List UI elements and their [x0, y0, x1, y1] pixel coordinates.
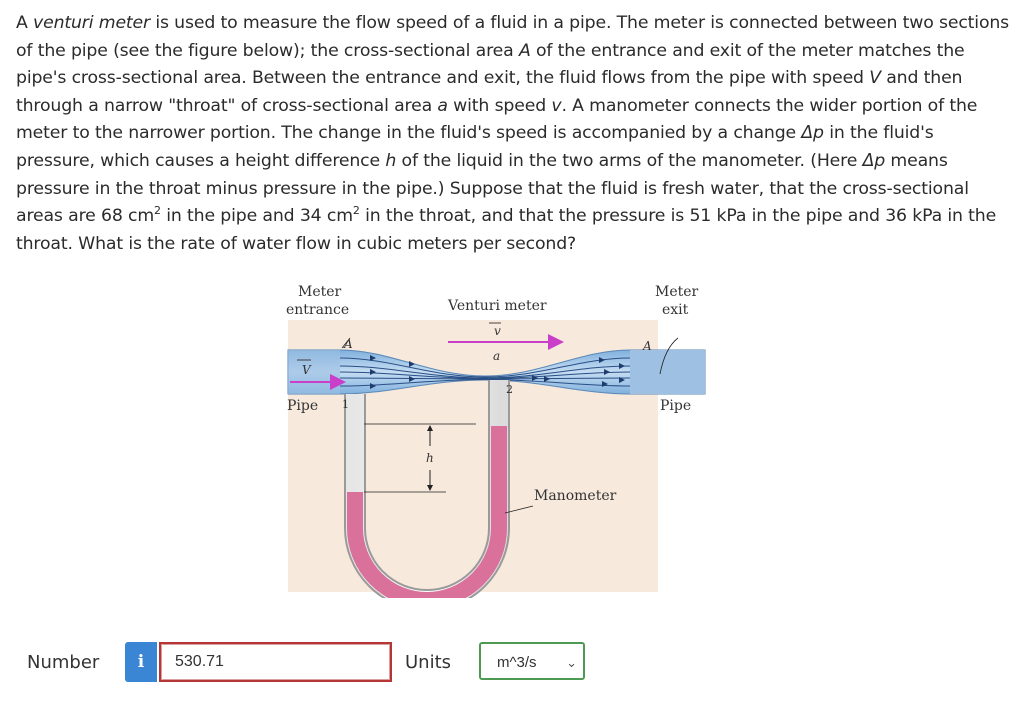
label-V: V [302, 363, 312, 377]
manometer-label: Manometer [534, 488, 617, 504]
manometer-liquid [347, 426, 507, 598]
leader-manometer [504, 505, 534, 514]
chevron-down-icon: ⌄ [566, 655, 577, 670]
label-h: h [426, 451, 434, 465]
units-selected-value: m^3/s [497, 654, 537, 671]
label-point-1: 1 [342, 398, 349, 411]
flow-arrows [370, 355, 625, 389]
label-point-2: 2 [506, 383, 513, 396]
answer-row: Number i 530.71 Units m^3/s ⌄ [0, 640, 1024, 686]
pipe-left-label: Pipe [287, 398, 318, 414]
number-label: Number [27, 652, 100, 673]
question-text: A venturi meter is used to measure the f… [16, 13, 1010, 254]
venturi-meter-label: Venturi meter [447, 298, 547, 314]
venturi-meter-figure: Meter entrance Venturi meter Meter exit … [280, 278, 720, 598]
meter-exit-label-1: Meter [655, 284, 699, 300]
entrance-pipe-section [288, 350, 340, 394]
venturi-diagram: Meter entrance Venturi meter Meter exit … [286, 284, 706, 598]
number-input[interactable]: 530.71 [159, 642, 392, 682]
units-select[interactable]: m^3/s ⌄ [479, 642, 585, 680]
label-a: a [493, 349, 500, 363]
info-icon[interactable]: i [125, 642, 157, 682]
pipe-right-label: Pipe [660, 398, 691, 414]
streamlines [339, 357, 631, 387]
label-A-right: A [642, 339, 652, 353]
label-v: v [494, 324, 501, 338]
meter-entrance-label-1: Meter [298, 284, 342, 300]
meter-entrance-label-2: entrance [286, 302, 349, 318]
leader-A-right [659, 337, 679, 375]
meter-exit-label-2: exit [662, 302, 689, 318]
leader-A-left [341, 337, 351, 349]
exit-pipe-section [630, 350, 705, 394]
units-label: Units [405, 652, 452, 673]
label-A-left: A [343, 337, 353, 351]
